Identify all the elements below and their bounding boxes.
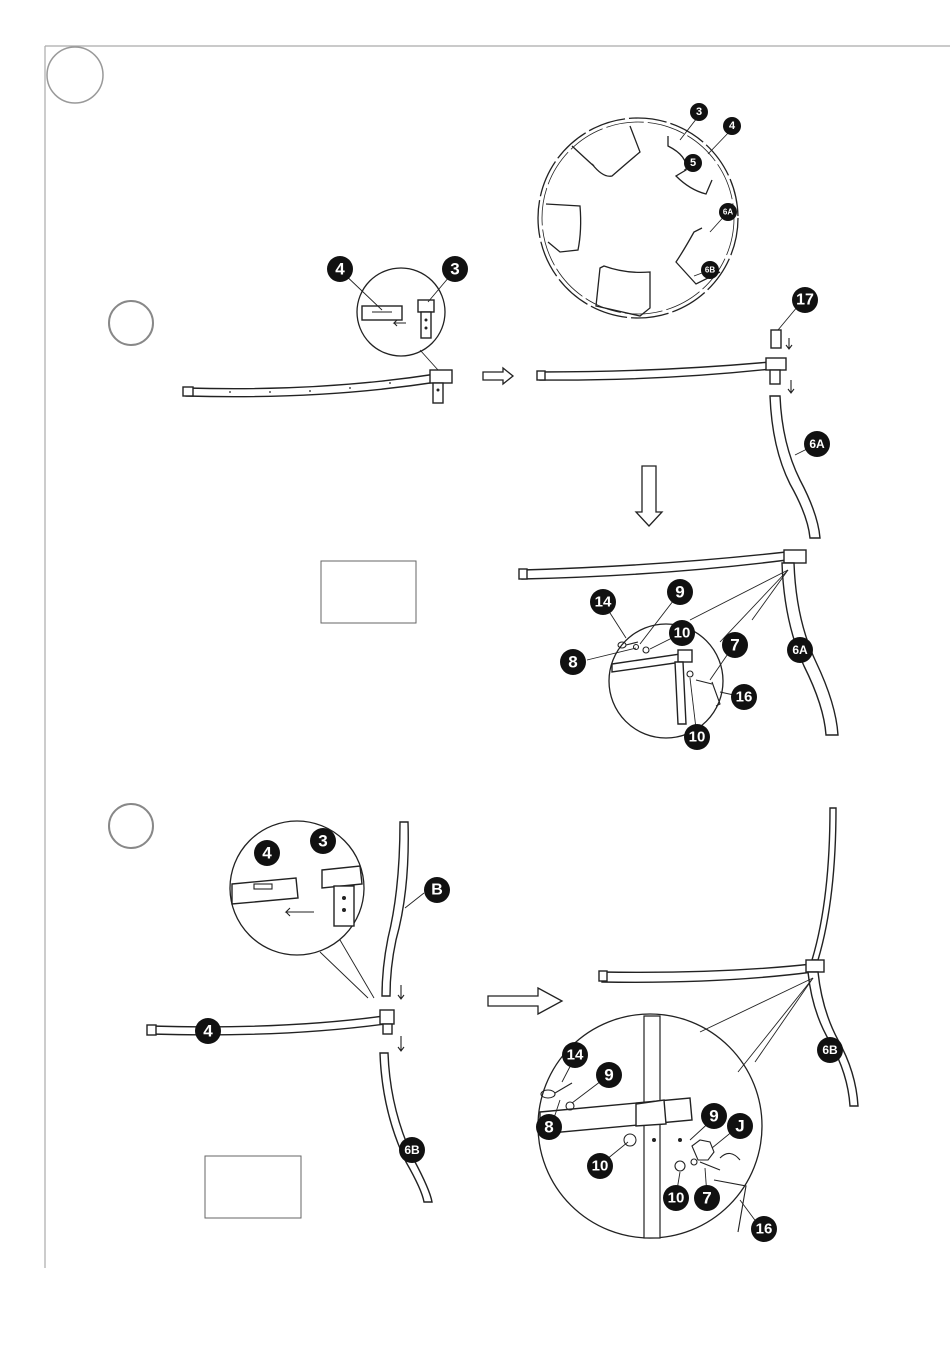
ring-overview bbox=[538, 118, 738, 318]
svg-text:B: B bbox=[431, 882, 443, 899]
part-badge-16-step1: 16 bbox=[731, 684, 757, 710]
svg-text:7: 7 bbox=[730, 636, 739, 655]
svg-text:3: 3 bbox=[450, 260, 459, 279]
svg-text:10: 10 bbox=[668, 1190, 685, 1207]
svg-text:7: 7 bbox=[702, 1189, 711, 1208]
svg-text:14: 14 bbox=[595, 594, 612, 611]
part-badge-17: 17 bbox=[792, 287, 818, 313]
part-badge-4-step1: 4 bbox=[327, 256, 353, 282]
part-badge-16-step2: 16 bbox=[751, 1216, 777, 1242]
svg-text:6A: 6A bbox=[792, 643, 808, 657]
svg-text:3: 3 bbox=[318, 832, 327, 851]
svg-text:6B: 6B bbox=[705, 266, 715, 275]
part-badge-14-step2: 14 bbox=[562, 1042, 588, 1068]
svg-text:5: 5 bbox=[690, 157, 696, 169]
step-2-circle-icon bbox=[109, 804, 153, 848]
leg-b-top bbox=[382, 822, 424, 999]
part-badge-10-step1-b: 10 bbox=[684, 724, 710, 750]
part-badge-8-step1: 8 bbox=[560, 649, 586, 675]
svg-text:4: 4 bbox=[262, 844, 272, 863]
svg-text:4: 4 bbox=[729, 120, 736, 132]
part-badge-j: J bbox=[727, 1113, 753, 1139]
page-step-circle-icon bbox=[47, 47, 103, 103]
part-badge-6b-step2-assembled: 6B bbox=[817, 1037, 843, 1063]
part-badge-3-step2-detail: 3 bbox=[310, 828, 336, 854]
part-badge-10-step2-b: 10 bbox=[663, 1185, 689, 1211]
down-arrow-icon bbox=[636, 466, 662, 526]
ring-label-3: 3 bbox=[690, 103, 708, 121]
svg-text:6B: 6B bbox=[404, 1143, 420, 1157]
direction-arrow-icon bbox=[483, 368, 513, 384]
step-1-top-rail bbox=[183, 370, 452, 403]
svg-text:10: 10 bbox=[592, 1158, 609, 1175]
part-badge-7-step1: 7 bbox=[722, 632, 748, 658]
leg-6a-top bbox=[770, 396, 820, 538]
part-badge-9-step2-b: 9 bbox=[701, 1103, 727, 1129]
ring-label-6b: 6B bbox=[701, 261, 719, 279]
svg-text:9: 9 bbox=[709, 1107, 718, 1126]
step-1-note-box bbox=[321, 561, 416, 623]
svg-text:3: 3 bbox=[696, 106, 702, 118]
svg-text:9: 9 bbox=[604, 1066, 613, 1085]
svg-text:10: 10 bbox=[674, 625, 691, 642]
part-badge-3-step1: 3 bbox=[442, 256, 468, 282]
svg-text:9: 9 bbox=[675, 583, 684, 602]
svg-text:16: 16 bbox=[756, 1221, 773, 1238]
direction-arrow-icon-step2 bbox=[488, 988, 562, 1014]
svg-text:10: 10 bbox=[689, 729, 706, 746]
part-badge-4-step2-rail: 4 bbox=[195, 1018, 221, 1044]
part-badge-6a-top: 6A bbox=[804, 431, 830, 457]
ring-label-6a: 6A bbox=[719, 203, 737, 221]
part-badge-9-step1: 9 bbox=[667, 579, 693, 605]
step-2-magnifier-circle-icon bbox=[230, 821, 374, 998]
part-badge-6a-bottom: 6A bbox=[787, 637, 813, 663]
step-1-circle-icon bbox=[109, 301, 153, 345]
ring-label-5: 5 bbox=[684, 154, 702, 172]
svg-text:6B: 6B bbox=[822, 1043, 838, 1057]
step-1-rail-with-connector bbox=[537, 300, 803, 393]
svg-text:8: 8 bbox=[544, 1118, 553, 1137]
step-2-rail bbox=[147, 1010, 404, 1051]
part-badge-10-step1-a: 10 bbox=[669, 620, 695, 646]
svg-text:6A: 6A bbox=[723, 208, 733, 217]
part-badge-14-step1: 14 bbox=[590, 589, 616, 615]
part-badge-10-step2-a: 10 bbox=[587, 1153, 613, 1179]
part-badge-4-step2-detail: 4 bbox=[254, 840, 280, 866]
svg-text:17: 17 bbox=[796, 292, 814, 309]
svg-text:4: 4 bbox=[335, 260, 345, 279]
svg-text:4: 4 bbox=[203, 1022, 213, 1041]
step-1-magnifier-circle-icon bbox=[340, 268, 455, 370]
svg-text:14: 14 bbox=[567, 1047, 584, 1064]
svg-text:16: 16 bbox=[736, 689, 753, 706]
part-badge-8-step2: 8 bbox=[536, 1114, 562, 1140]
svg-text:J: J bbox=[735, 1117, 744, 1136]
step-2-note-box bbox=[205, 1156, 301, 1218]
svg-text:8: 8 bbox=[568, 653, 577, 672]
part-badge-b: B bbox=[424, 877, 450, 903]
part-badge-7-step2: 7 bbox=[694, 1185, 720, 1211]
ring-label-4: 4 bbox=[723, 117, 741, 135]
step-2-assembled bbox=[599, 808, 858, 1106]
part-badge-6b-step2: 6B bbox=[399, 1137, 425, 1163]
part-badge-9-step2-a: 9 bbox=[596, 1062, 622, 1088]
svg-text:6A: 6A bbox=[809, 437, 825, 451]
leg-6b-step2 bbox=[380, 1053, 432, 1202]
